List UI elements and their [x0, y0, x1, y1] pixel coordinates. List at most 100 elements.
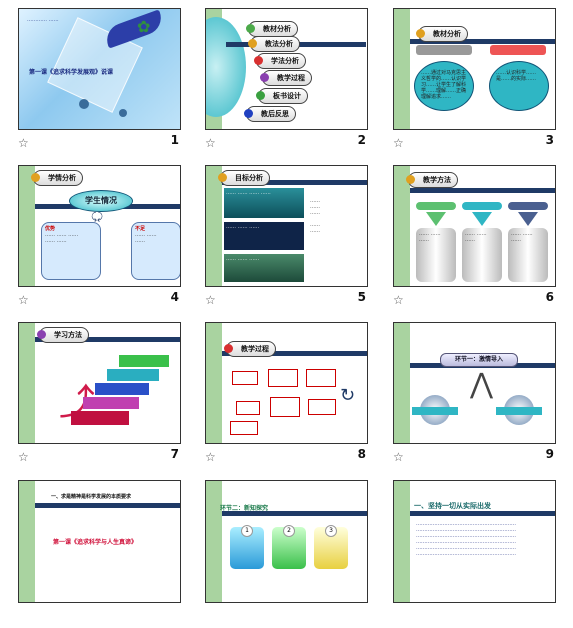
bullet-icon	[224, 344, 233, 353]
flow-box	[268, 369, 298, 387]
slide-thumb-4[interactable]: 学情分析 学生情况 ⤹⤸ 优势…… …… ………… …… 不足…… ………… ☆…	[8, 165, 183, 313]
slide-thumb-1[interactable]: ✿ ………… …… 第一课《追求科学发展观》说课 ☆ 1	[8, 8, 183, 156]
slide-preview[interactable]: 环节一：激情导入 ⋀	[393, 322, 556, 444]
slide-title: 环节二：新知探究	[220, 505, 269, 512]
slide-preview[interactable]: 一、坚持一切从实际出发 ……………………………………………………………………………	[393, 480, 556, 603]
tab-right[interactable]	[490, 45, 546, 55]
green-sidebar	[206, 481, 222, 602]
star-icon[interactable]: ☆	[205, 136, 216, 150]
slide-title-pill: 环节一：激情导入	[440, 353, 518, 367]
green-sidebar	[394, 323, 410, 443]
slide-thumb-3[interactable]: 教材分析 ……通过对马克思主义哲学的……认识学习……让学生了解科学……理解……正…	[383, 8, 558, 156]
green-sidebar	[19, 481, 35, 602]
slide-title-pill: 学习方法	[37, 327, 89, 343]
star-icon[interactable]: ☆	[205, 450, 216, 464]
menu-pill[interactable]: 教材分析	[246, 21, 298, 37]
box-left: 优势…… …… ………… ……	[41, 222, 101, 280]
slide-preview[interactable]: 一、求是精神是科学发展的本质要求 第一课《追求科学与人生真谛》	[18, 480, 181, 603]
bullet-icon	[31, 173, 40, 182]
slide-title-pill: 学情分析	[31, 170, 83, 186]
number-badge: 3	[325, 525, 337, 537]
split-arrow-icon: ⤹⤸	[91, 212, 103, 223]
slide-number: 2	[357, 133, 366, 147]
body-text: ……………………………………………………………………………………………………………	[416, 521, 516, 557]
goal-box-1: …… …… …… ……	[224, 188, 304, 218]
slide-thumb-12[interactable]: 一、坚持一切从实际出发 ……………………………………………………………………………	[383, 480, 558, 628]
slide-subtitle: 一、求是精神是科学发展的本质要求	[51, 494, 132, 500]
flow-box	[236, 401, 260, 415]
topic-box-1: 1	[230, 525, 264, 569]
star-icon[interactable]: ☆	[18, 293, 29, 307]
slide-preview[interactable]: 教材分析 ……通过对马克思主义哲学的……认识学习……让学生了解科学……理解……正…	[393, 8, 556, 130]
menu-pill[interactable]: 板书设计	[256, 88, 308, 104]
navy-bar	[222, 511, 367, 516]
funnel-icon	[426, 212, 446, 226]
navy-bar	[410, 511, 555, 516]
slide-thumb-6[interactable]: 教学方法 …… ………… …… ………… …… ………… ☆ 6	[383, 165, 558, 313]
slide-number: 7	[170, 447, 179, 461]
green-sidebar	[206, 166, 222, 286]
green-sidebar	[19, 323, 35, 443]
green-sidebar	[19, 166, 35, 286]
slide-preview[interactable]: ✿ ………… …… 第一课《追求科学发展观》说课	[18, 8, 181, 130]
star-icon[interactable]: ☆	[393, 136, 404, 150]
star-icon[interactable]: ☆	[18, 450, 29, 464]
slide-preview[interactable]: 目标分析 …… …… …… …… …… …… …… …… …… …… ………………	[205, 165, 368, 287]
slide-thumb-11[interactable]: 环节二：新知探究 1 2 3	[195, 480, 370, 628]
slide-title-pill: 教学过程	[224, 341, 276, 357]
slide-thumb-10[interactable]: 一、求是精神是科学发展的本质要求 第一课《追求科学与人生真谛》	[8, 480, 183, 628]
slide-title-pill: 目标分析	[218, 170, 270, 186]
slide-preview[interactable]: 教材分析 教法分析 学法分析 教学过程 板书设计 教后反思	[205, 8, 368, 130]
step-1	[119, 355, 169, 367]
menu-pill[interactable]: 教后反思	[244, 106, 296, 122]
slide-thumb-8[interactable]: 教学过程 ↻ ☆ 8	[195, 322, 370, 470]
split-arrow-icon: ⋀	[470, 367, 493, 400]
slide-number: 3	[545, 133, 554, 147]
flow-box	[230, 421, 258, 435]
oval-right: ……认识科学……是……的实际……	[489, 61, 549, 111]
slide-number: 5	[357, 290, 366, 304]
slide-title: 一、坚持一切从实际出发	[414, 502, 491, 510]
bullet-icon	[254, 56, 263, 65]
loop-arrow-icon: ↻	[340, 385, 356, 406]
bullet-icon	[246, 24, 255, 33]
slide-preview[interactable]: 教学过程 ↻	[205, 322, 368, 444]
menu-pill[interactable]: 教法分析	[248, 36, 300, 52]
method-tab-2	[462, 202, 502, 210]
star-icon[interactable]: ☆	[393, 293, 404, 307]
slide-preview[interactable]: 环节二：新知探究 1 2 3	[205, 480, 368, 603]
slide-thumb-7[interactable]: 学习方法 ⤴ ☆ 7	[8, 322, 183, 470]
tab-left[interactable]	[416, 45, 472, 55]
flower-icon: ✿	[137, 17, 151, 36]
slide-thumb-5[interactable]: 目标分析 …… …… …… …… …… …… …… …… …… …… ………………	[195, 165, 370, 313]
sphere-label-bar	[496, 407, 542, 415]
star-icon[interactable]: ☆	[205, 293, 216, 307]
oval-left: ……通过对马克思主义哲学的……认识学习……让学生了解科学……理解……正确理解追求…	[414, 61, 474, 111]
navy-bar	[35, 503, 180, 508]
topic-box-2: 2	[272, 525, 306, 569]
bullet-icon	[406, 175, 415, 184]
method-tab-1	[416, 202, 456, 210]
slide-thumb-2[interactable]: 教材分析 教法分析 学法分析 教学过程 板书设计 教后反思 ☆ 2	[195, 8, 370, 156]
topic-box-3: 3	[314, 525, 348, 569]
slide-thumb-9[interactable]: 环节一：激情导入 ⋀ ☆ 9	[383, 322, 558, 470]
number-badge: 2	[283, 525, 295, 537]
number-badge: 1	[241, 525, 253, 537]
navy-bar	[410, 188, 555, 193]
slide-preview[interactable]: 教学方法 …… ………… …… ………… …… …………	[393, 165, 556, 287]
flow-box	[308, 399, 336, 415]
star-icon[interactable]: ☆	[393, 450, 404, 464]
green-sidebar	[394, 166, 410, 286]
slide-number: 8	[357, 447, 366, 461]
slide-preview[interactable]: 学习方法 ⤴	[18, 322, 181, 444]
navy-bar	[410, 39, 555, 44]
step-3	[95, 383, 149, 395]
star-icon[interactable]: ☆	[18, 136, 29, 150]
funnel-icon	[518, 212, 538, 226]
sphere-label-bar	[412, 407, 458, 415]
teal-arc	[206, 17, 246, 117]
menu-pill[interactable]: 教学过程	[260, 70, 312, 86]
slide-preview[interactable]: 学情分析 学生情况 ⤹⤸ 优势…… …… ………… …… 不足…… …………	[18, 165, 181, 287]
menu-pill[interactable]: 学法分析	[254, 53, 306, 69]
method-tab-3	[508, 202, 548, 210]
